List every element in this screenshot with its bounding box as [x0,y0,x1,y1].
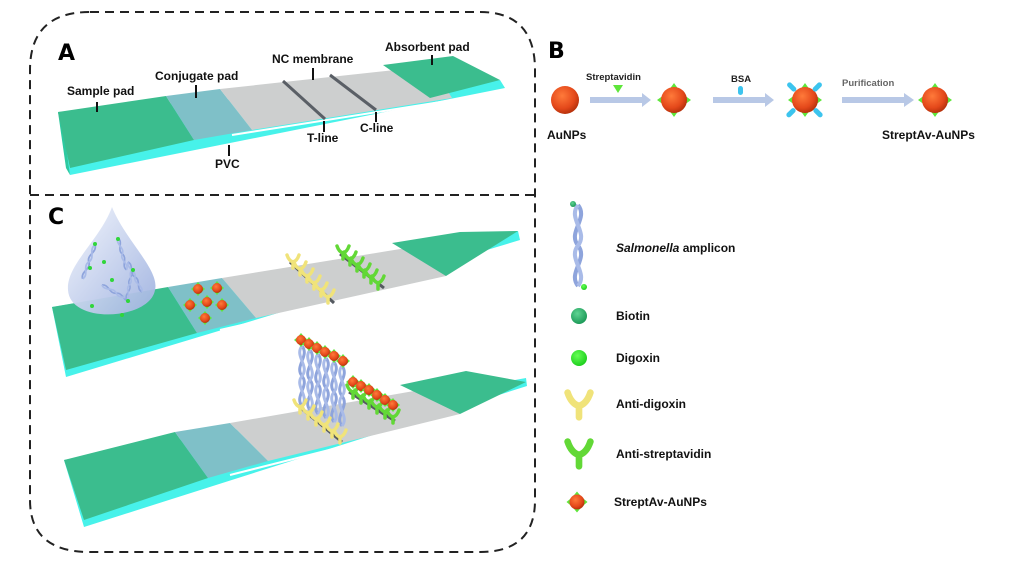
biotin-icon [571,308,587,324]
legend-label-anti-digoxin: Anti-digoxin [616,397,686,411]
arrow-bsa-icon [713,93,774,107]
legend-item-anti-streptavidin: Anti-streptavidin [568,442,711,467]
panel-b: B AuNPs Streptavidin BSA Purification [547,39,975,142]
arrow-purification-icon [842,93,914,107]
panel-border-dashed [29,11,536,553]
legend-item-digoxin: Digoxin [571,350,660,366]
step-purification: Purification [842,78,894,89]
legend: Salmonella amplicon Biotin Digoxin Anti-… [566,201,735,513]
aunp-final-icon [918,83,952,117]
bsa-icon [738,86,743,95]
aunp-streptavidin-icon [657,83,691,117]
label-c-line: C-line [360,121,394,135]
c-line-mark [329,73,377,112]
sample-droplet [67,207,156,317]
sample-pad [64,432,208,520]
sample-pad [58,96,194,168]
legend-label-amplicon: Salmonella amplicon [616,241,735,255]
legend-label-anti-streptavidin: Anti-streptavidin [616,447,711,461]
anti-digoxin-icon [568,393,591,418]
test-strip-a [58,56,505,175]
label-absorbent-pad: Absorbent pad [385,40,470,54]
panel-c-letter: C [48,205,64,230]
aunp-bsa-icon [786,82,823,118]
streptav-aunp-icon [566,491,588,513]
aunp-bare-icon [551,86,579,114]
legend-item-biotin: Biotin [571,308,650,324]
anti-streptavidin-icon [568,442,591,467]
conjugate-pad [168,278,256,333]
legend-item-streptav-aunps: StreptAv-AuNPs [566,491,707,513]
legend-label-digoxin: Digoxin [616,351,660,365]
test-strip-c-before [52,231,520,377]
conjugate-pad [166,89,252,140]
label-conjugate-pad: Conjugate pad [155,69,238,83]
digoxin-icon [571,350,587,366]
dna-amplicon-icon [570,201,587,290]
label-aunps: AuNPs [547,128,587,142]
panel-b-letter: B [548,39,565,64]
conjugate-pad [175,423,268,478]
streptavidin-triangle-icon [613,85,623,93]
legend-label-streptav-aunps: StreptAv-AuNPs [614,495,707,509]
test-strip-c-after [64,371,527,527]
nc-membrane [220,66,452,130]
panel-c: C [48,205,527,527]
arrow-streptavidin-icon [590,93,651,107]
legend-label-biotin: Biotin [616,309,650,323]
label-pvc: PVC [215,157,240,171]
step-streptavidin: Streptavidin [586,72,641,83]
label-sample-pad: Sample pad [67,84,134,98]
absorbent-pad [392,231,518,276]
panel-a: A Sample pad Conjugate pad NC membrane A… [58,40,505,175]
nc-membrane [222,245,446,318]
panel-a-letter: A [58,41,75,66]
nc-membrane [230,387,460,461]
legend-item-anti-digoxin: Anti-digoxin [568,393,686,418]
absorbent-pad [383,56,500,98]
absorbent-pad [400,371,526,414]
step-bsa: BSA [731,74,751,85]
label-streptav-aunps: StreptAv-AuNPs [882,128,975,142]
label-nc-membrane: NC membrane [272,52,354,66]
t-line-mark [281,79,327,121]
label-t-line: T-line [307,131,339,145]
legend-item-amplicon: Salmonella amplicon [570,201,735,290]
